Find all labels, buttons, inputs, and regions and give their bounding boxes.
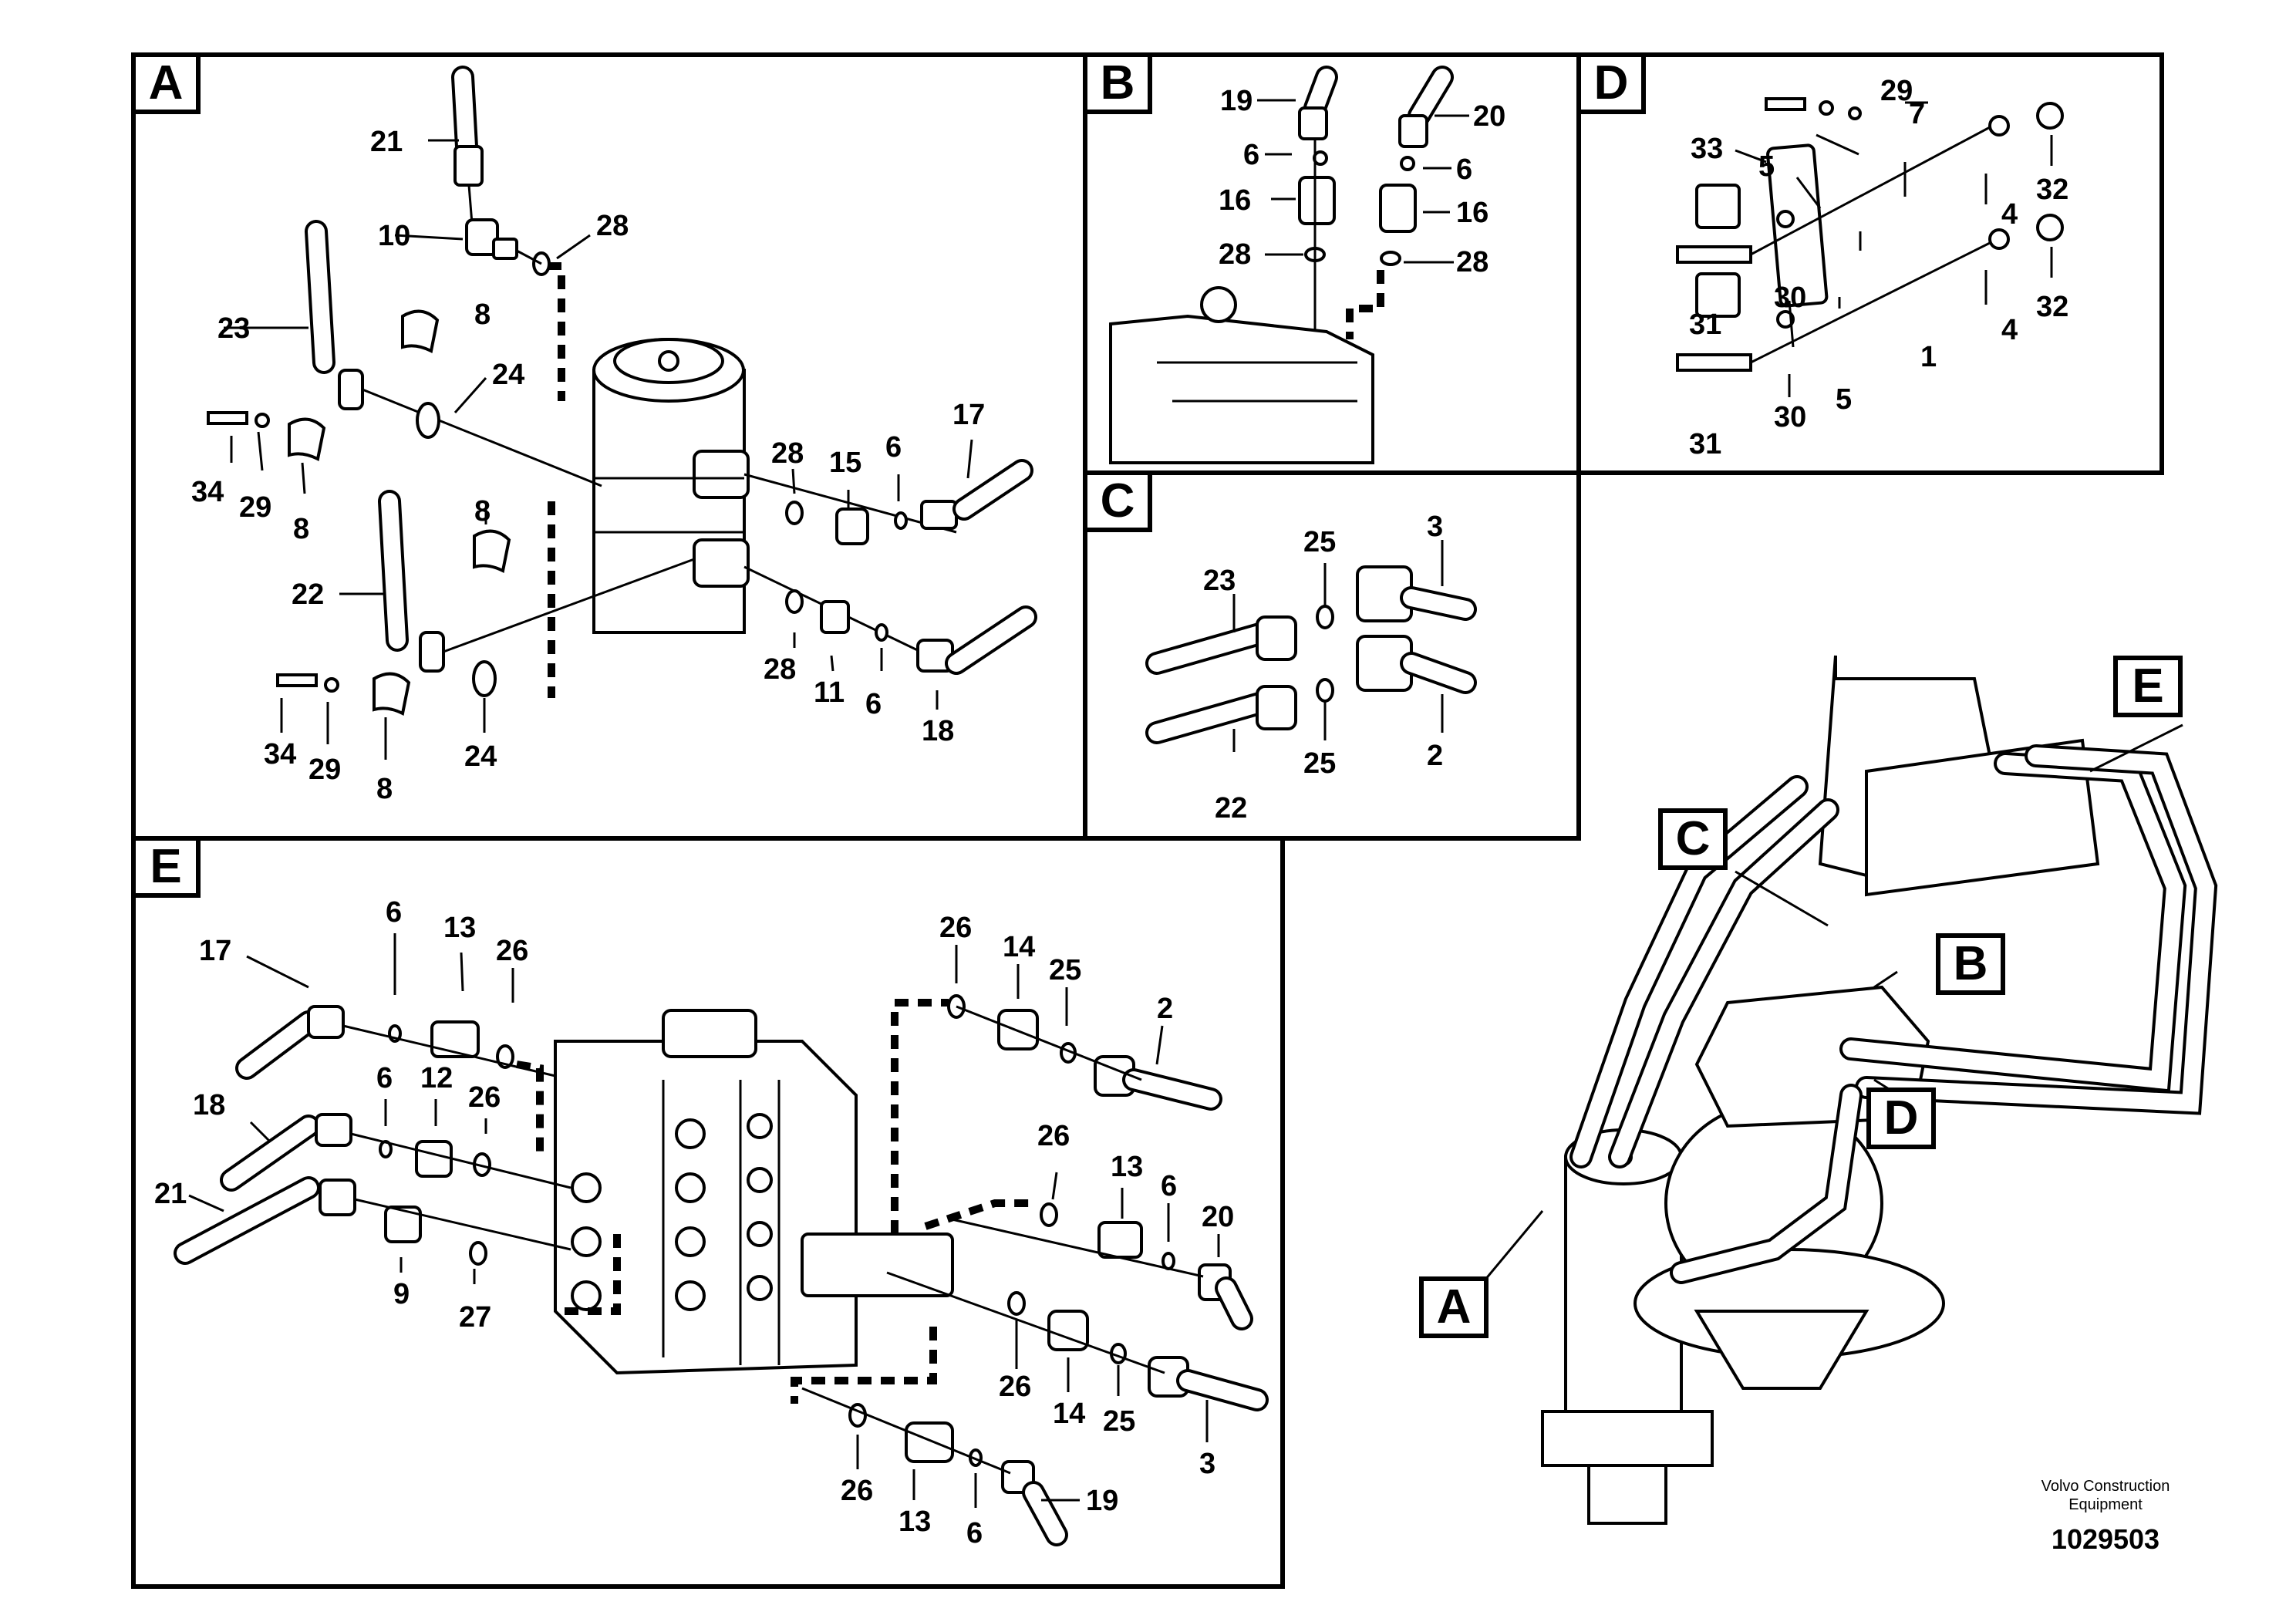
label-32: 32 bbox=[2036, 174, 2068, 206]
callout-c: C bbox=[1658, 808, 1728, 870]
label-14: 14 bbox=[1003, 931, 1035, 963]
label-6: 6 bbox=[865, 688, 882, 720]
label-34: 34 bbox=[191, 476, 224, 508]
label-3: 3 bbox=[1427, 511, 1443, 543]
label-25: 25 bbox=[1303, 747, 1336, 780]
label-4: 4 bbox=[2001, 198, 2018, 231]
label-16: 16 bbox=[1219, 184, 1251, 217]
panel-c-tag: C bbox=[1083, 470, 1152, 532]
label-26: 26 bbox=[939, 912, 972, 944]
label-29: 29 bbox=[239, 491, 271, 524]
label-6: 6 bbox=[376, 1062, 393, 1094]
panel-b-drawing bbox=[1109, 66, 1469, 464]
label-26: 26 bbox=[999, 1371, 1031, 1403]
label-30: 30 bbox=[1774, 401, 1806, 433]
label-2: 2 bbox=[1427, 740, 1443, 772]
callout-b: B bbox=[1936, 933, 2005, 995]
label-7: 7 bbox=[1909, 98, 1925, 130]
panel-d-tag: D bbox=[1576, 52, 1646, 114]
callout-e: E bbox=[2113, 656, 2183, 717]
label-8: 8 bbox=[376, 773, 393, 805]
label-1: 1 bbox=[1920, 341, 1937, 373]
label-6: 6 bbox=[1456, 153, 1472, 186]
panel-e-tag: E bbox=[131, 836, 201, 898]
label-17: 17 bbox=[952, 399, 985, 431]
label-28: 28 bbox=[596, 210, 629, 242]
assembly-overview bbox=[1483, 655, 2218, 1525]
label-31: 31 bbox=[1689, 428, 1721, 460]
label-19: 19 bbox=[1220, 85, 1253, 117]
panel-e-drawing bbox=[174, 933, 1269, 1546]
label-18: 18 bbox=[922, 715, 954, 747]
label-14: 14 bbox=[1053, 1398, 1085, 1430]
label-9: 9 bbox=[393, 1278, 410, 1310]
label-34: 34 bbox=[264, 738, 296, 771]
label-25: 25 bbox=[1103, 1405, 1135, 1438]
callout-a: A bbox=[1419, 1276, 1489, 1338]
label-30: 30 bbox=[1774, 282, 1806, 314]
label-33: 33 bbox=[1691, 133, 1723, 165]
label-28: 28 bbox=[764, 653, 796, 686]
label-25: 25 bbox=[1303, 526, 1336, 558]
panel-a-tag: A bbox=[131, 52, 201, 114]
label-5: 5 bbox=[1758, 150, 1775, 183]
label-29: 29 bbox=[308, 754, 341, 786]
panel-b-tag: B bbox=[1083, 52, 1152, 114]
drawing-number: 1029503 bbox=[2051, 1523, 2160, 1555]
label-10: 10 bbox=[378, 220, 410, 252]
panel-d-drawing bbox=[1676, 97, 2064, 397]
label-29: 29 bbox=[1880, 75, 1913, 107]
label-6: 6 bbox=[1243, 139, 1259, 171]
label-6: 6 bbox=[885, 431, 902, 464]
label-13: 13 bbox=[899, 1506, 931, 1538]
label-2: 2 bbox=[1157, 993, 1173, 1025]
label-28: 28 bbox=[1219, 238, 1251, 271]
label-13: 13 bbox=[443, 912, 476, 944]
label-4: 4 bbox=[2001, 314, 2018, 346]
label-18: 18 bbox=[193, 1089, 225, 1121]
label-8: 8 bbox=[474, 298, 491, 331]
label-20: 20 bbox=[1473, 100, 1505, 133]
label-23: 23 bbox=[1203, 565, 1236, 597]
label-3: 3 bbox=[1199, 1448, 1215, 1480]
label-28: 28 bbox=[771, 437, 804, 470]
label-32: 32 bbox=[2036, 291, 2068, 323]
label-11: 11 bbox=[814, 676, 845, 709]
label-8: 8 bbox=[293, 513, 309, 545]
manufacturer-credit: Volvo Construction Equipment bbox=[2041, 1478, 2170, 1513]
panel-c-drawing bbox=[1145, 540, 1477, 752]
label-16: 16 bbox=[1456, 197, 1489, 229]
label-8: 8 bbox=[474, 495, 491, 528]
label-12: 12 bbox=[420, 1062, 453, 1094]
label-20: 20 bbox=[1202, 1201, 1234, 1233]
label-27: 27 bbox=[459, 1301, 491, 1334]
label-26: 26 bbox=[841, 1475, 873, 1507]
label-6: 6 bbox=[1161, 1170, 1177, 1202]
label-26: 26 bbox=[468, 1081, 501, 1114]
label-25: 25 bbox=[1049, 954, 1081, 986]
label-24: 24 bbox=[492, 359, 524, 391]
label-6: 6 bbox=[966, 1517, 983, 1549]
label-15: 15 bbox=[829, 447, 861, 479]
callout-d: D bbox=[1866, 1088, 1936, 1149]
label-13: 13 bbox=[1111, 1151, 1143, 1183]
label-21: 21 bbox=[370, 126, 403, 158]
panel-d: D bbox=[1576, 52, 2164, 475]
part-labels: 21 10 28 23 8 24 28 15 6 17 34 29 8 8 22… bbox=[154, 75, 2068, 1549]
label-17: 17 bbox=[199, 935, 231, 967]
label-22: 22 bbox=[292, 578, 324, 611]
label-22: 22 bbox=[1215, 792, 1247, 824]
label-26: 26 bbox=[496, 935, 528, 967]
label-19: 19 bbox=[1086, 1485, 1118, 1517]
panel-a-drawing bbox=[207, 66, 1037, 760]
label-5: 5 bbox=[1836, 383, 1852, 416]
label-24: 24 bbox=[464, 740, 497, 773]
label-6: 6 bbox=[386, 896, 402, 929]
label-26: 26 bbox=[1037, 1120, 1070, 1152]
label-31: 31 bbox=[1689, 309, 1721, 341]
label-28: 28 bbox=[1456, 246, 1489, 278]
label-23: 23 bbox=[217, 312, 250, 345]
label-21: 21 bbox=[154, 1178, 187, 1210]
